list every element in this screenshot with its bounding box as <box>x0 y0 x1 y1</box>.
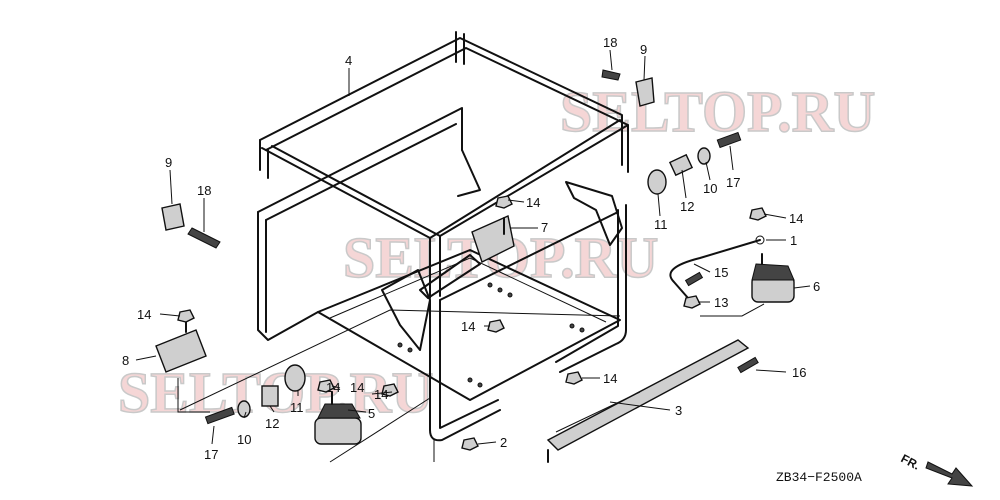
callout-label: 12 <box>680 199 694 214</box>
engine-bracket <box>419 254 481 299</box>
callout-label: 16 <box>792 365 806 380</box>
callout-label: 17 <box>726 175 740 190</box>
callout-label: 7 <box>541 220 548 235</box>
callout-label: 8 <box>122 353 129 368</box>
callout-label: 1 <box>790 233 797 248</box>
callout-label: 5 <box>368 406 375 421</box>
callout-numbers: 4 18 9 9 18 14 7 11 12 10 17 14 1 15 6 1… <box>122 35 820 462</box>
callout-label: 14 <box>526 195 540 210</box>
callout-label: 9 <box>165 155 172 170</box>
watermark: SELTOP.RU <box>560 79 875 144</box>
callout-label: 14 <box>789 211 803 226</box>
callout-label: 3 <box>675 403 682 418</box>
ground-wire-part <box>669 239 761 299</box>
callout-label: 14 <box>137 307 151 322</box>
callout-label: 10 <box>703 181 717 196</box>
callout-label: 14 <box>603 371 617 386</box>
callout-label: 17 <box>204 447 218 462</box>
callout-label: 10 <box>237 432 251 447</box>
callout-label: 11 <box>290 400 304 415</box>
callout-label: 15 <box>714 265 728 280</box>
side-rail-part <box>546 339 750 463</box>
rubber-mount-part-7 <box>471 215 515 263</box>
diagram-code: ZB34−F2500A <box>776 470 862 485</box>
front-arrow-icon <box>925 461 974 487</box>
base-frame-part <box>257 107 627 442</box>
rubber-mount-part-6 <box>751 253 795 303</box>
callout-label: 6 <box>813 279 820 294</box>
front-direction-label: FR. <box>899 451 923 472</box>
callout-label: 14 <box>326 380 340 395</box>
rubber-mount-part-5 <box>314 391 362 445</box>
callout-label: 14 <box>461 319 475 334</box>
callout-label: 4 <box>345 53 352 68</box>
callout-label: 2 <box>500 435 507 450</box>
callout-label: 14 <box>374 387 388 402</box>
callout-label: 12 <box>265 416 279 431</box>
engine-bracket <box>565 181 623 246</box>
leader-lines <box>135 49 811 463</box>
callout-label: 18 <box>197 183 211 198</box>
top-frame-part <box>259 31 629 299</box>
wire-terminal <box>755 235 765 245</box>
front-direction-indicator: FR. <box>899 451 974 487</box>
callout-label: 11 <box>654 217 668 232</box>
engine-bracket <box>381 269 431 351</box>
callout-label: 18 <box>603 35 617 50</box>
fastener-set <box>161 69 767 451</box>
callout-label: 9 <box>640 42 647 57</box>
callout-label: 14 <box>350 380 364 395</box>
callout-label: 13 <box>714 295 728 310</box>
